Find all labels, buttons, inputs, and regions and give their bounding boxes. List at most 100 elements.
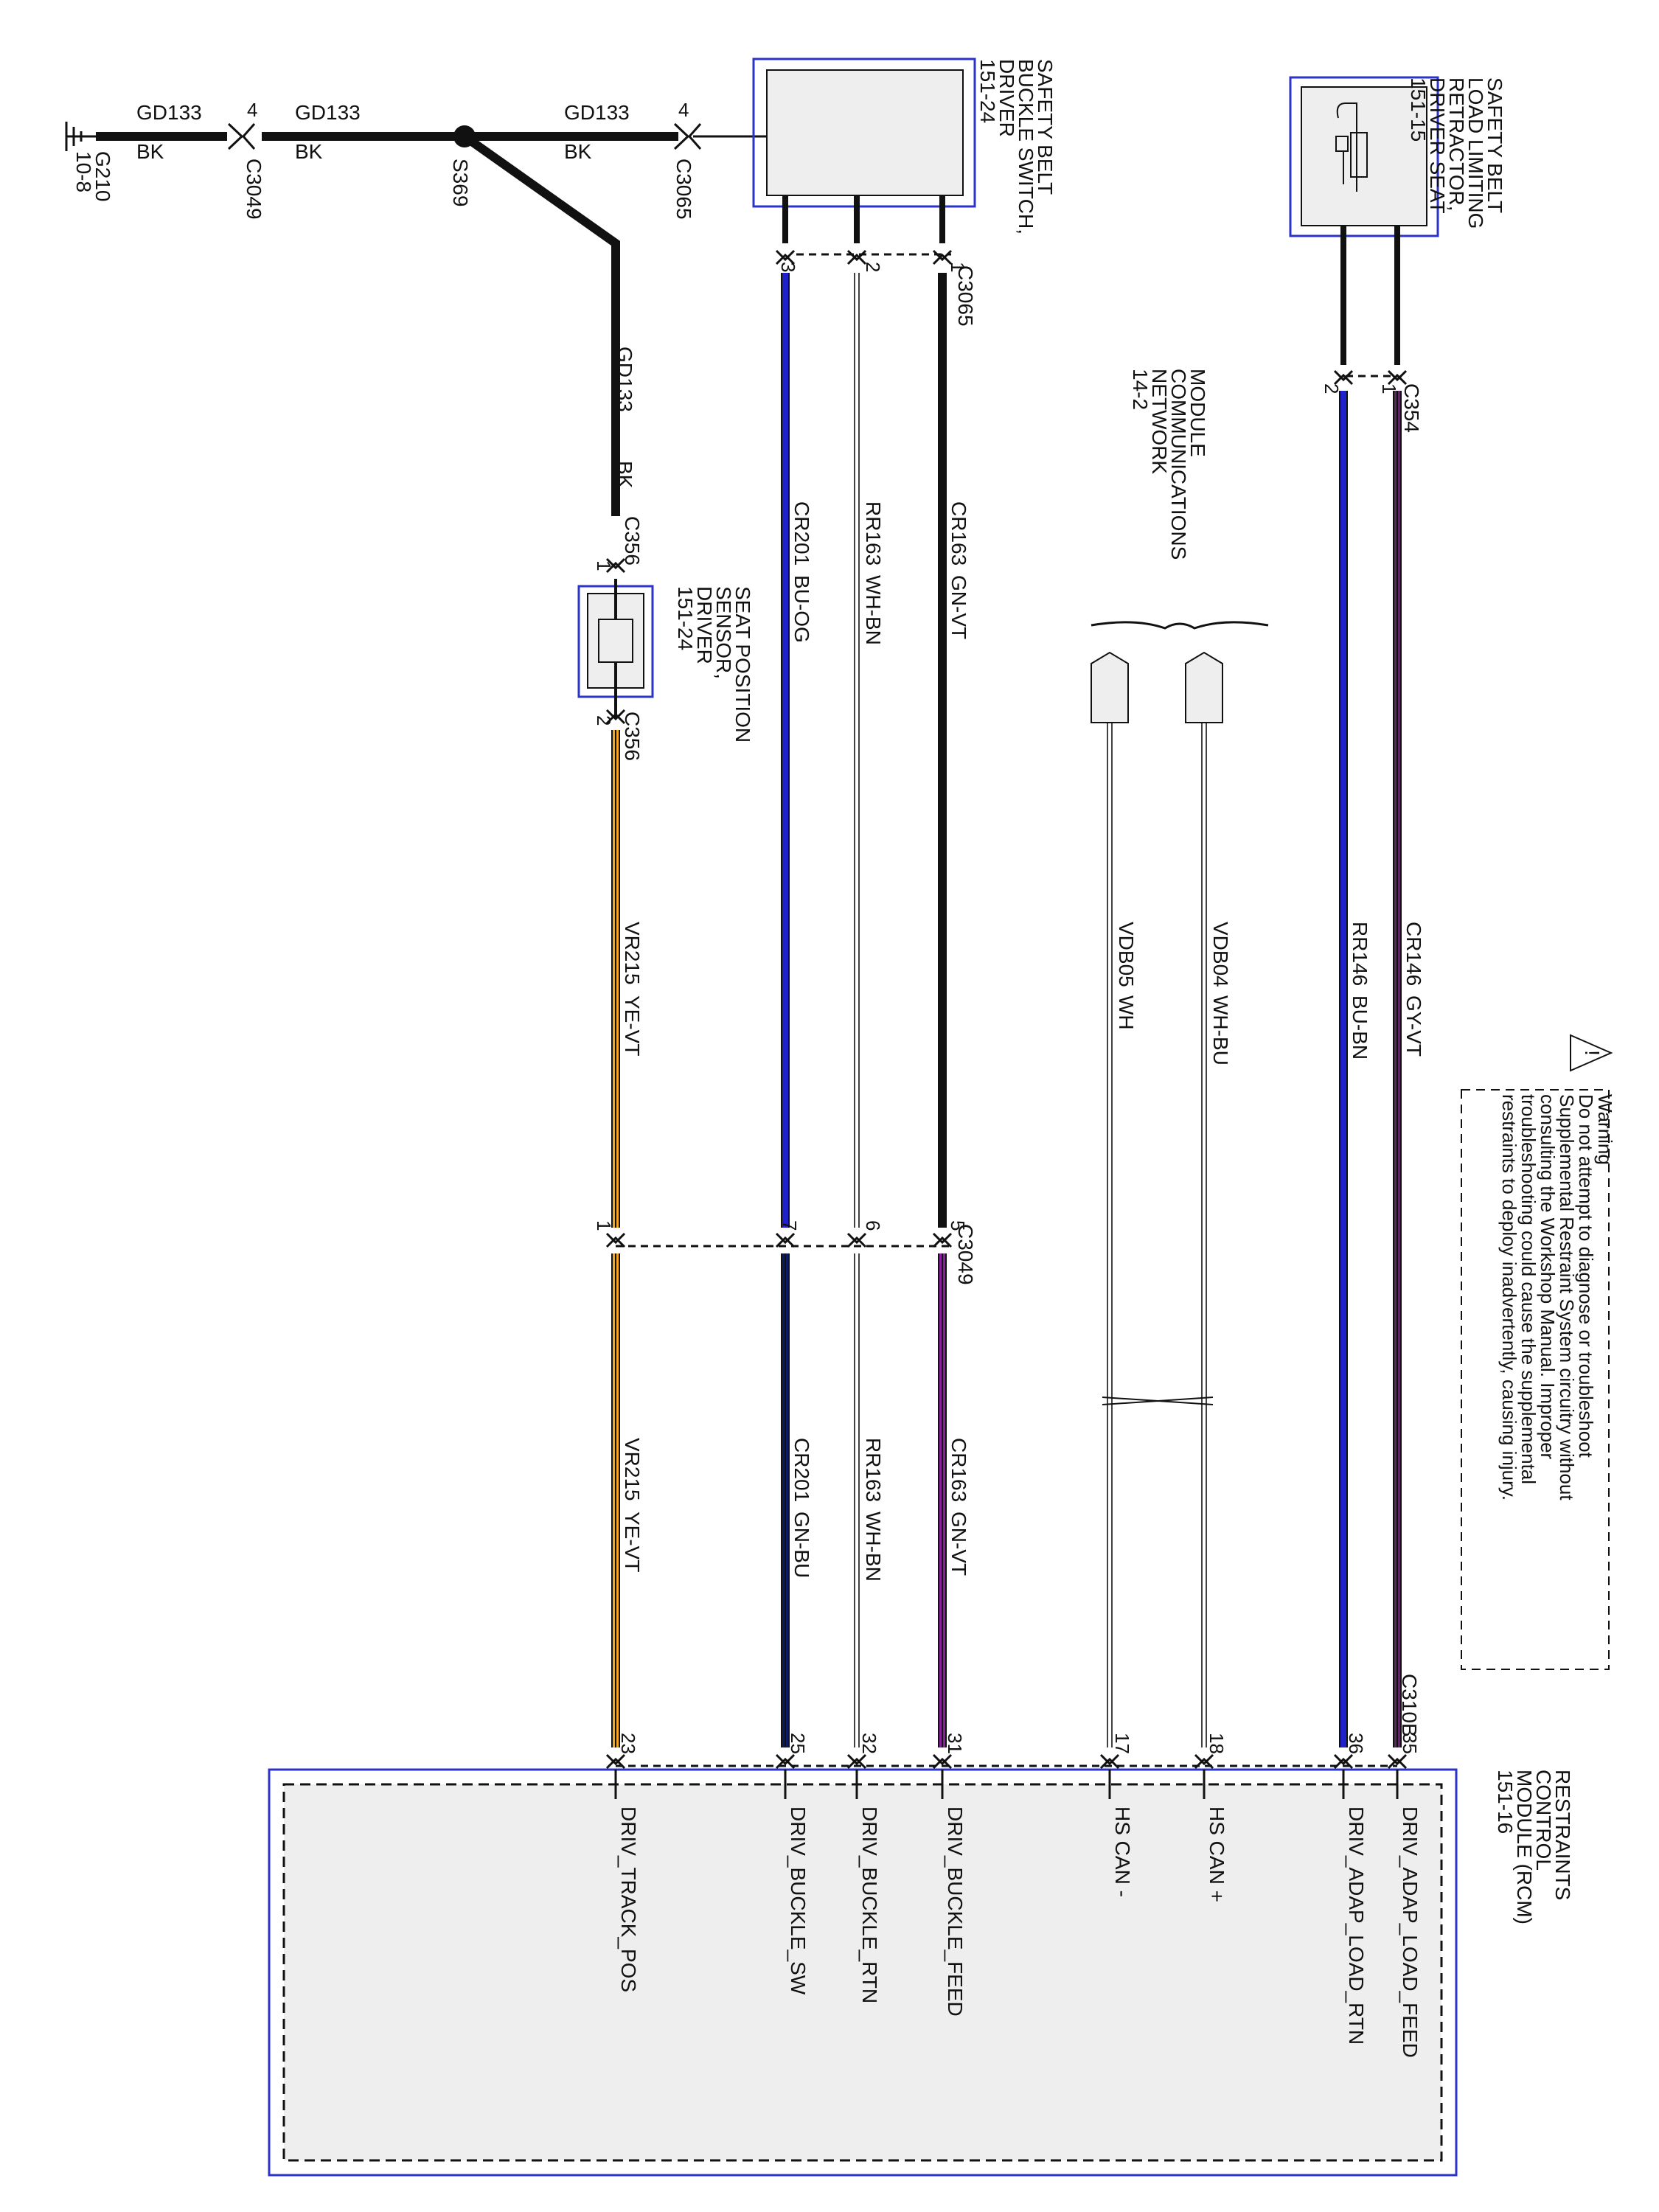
c3065-connector-1 xyxy=(775,249,796,265)
rcm-pin-number-group: 31 xyxy=(944,1733,966,1754)
c356-pin2-connector xyxy=(605,709,626,725)
circuit-color-1-group: BU-BN xyxy=(1349,995,1371,1060)
c3049-connector-4 xyxy=(605,1232,626,1248)
seat-sensor: SEAT POSITION SENSOR, DRIVER 151-24 xyxy=(577,585,754,742)
rcm-pin-number: 17 xyxy=(1111,1733,1133,1754)
network-conn-can-plus-icon xyxy=(1185,651,1223,723)
circuit-color-b-5-group: WH-BN xyxy=(862,1512,885,1582)
circuit-label-4: CR163 xyxy=(947,501,970,566)
ground-g210: G210 10-8 xyxy=(65,122,114,202)
rcm-label-3: 151-16 xyxy=(1494,1770,1517,1834)
rcm-signal-name: HS CAN - xyxy=(1111,1806,1134,1897)
warning-line-4: troubleshooting could cause the suppleme… xyxy=(1517,1094,1540,1484)
retractor-label-0: SAFETY BELT xyxy=(1484,77,1506,213)
warning-line-1: Do not attempt to diagnose or troublesho… xyxy=(1575,1094,1597,1458)
rcm-signal-name: HS CAN + xyxy=(1206,1806,1228,1902)
c3049-pin4-connector xyxy=(227,122,256,150)
c354-pin1-connector xyxy=(1387,369,1408,386)
circuit-color-b-7-group: YE-VT xyxy=(621,1512,644,1572)
circuit-labels: CR146GY-VTRR146BU-BNVDB04WH-BUVDB05WHCR1… xyxy=(621,501,1425,1582)
c3065-connector-3 xyxy=(932,249,953,265)
c3065-pin3: 3 xyxy=(777,262,799,272)
circuit-label-2-group: VDB04 xyxy=(1209,922,1232,987)
c310b-label: C310B xyxy=(1398,1674,1421,1737)
rcm-pin-number-group: 35 xyxy=(1399,1733,1421,1754)
rcm-pin-labels: 35DRIV_ADAP_LOAD_FEED36DRIV_ADAP_LOAD_RT… xyxy=(617,1733,1422,2058)
circuit-label-1-group: RR146 xyxy=(1349,922,1371,986)
ground-wire: GD133 BK GD133 BK GD133 BK 4 4 C3049 S36… xyxy=(96,99,767,516)
circuit-label-b-7-group: VR215 xyxy=(621,1438,644,1501)
buckle-switch-label-0: SAFETY BELT xyxy=(1034,59,1057,195)
seat-sensor-label-3: 151-24 xyxy=(674,586,697,650)
rcm-module: RESTRAINTS CONTROL MODULE (RCM) 151-16 xyxy=(268,1768,1574,2177)
c3049-connector-3 xyxy=(775,1232,796,1248)
rcm-pin-number: 31 xyxy=(944,1733,966,1754)
c356-pin1-connector xyxy=(605,557,626,574)
rcm-pin-number: 25 xyxy=(787,1733,809,1754)
splice-label: S369 xyxy=(449,159,472,206)
retractor-label-2: RETRACTOR, xyxy=(1445,77,1468,212)
circuit-color-4-group: GN-VT xyxy=(947,575,970,639)
rcm-pin-number-group: 36 xyxy=(1345,1733,1367,1754)
circuit-label-4-group: CR163 xyxy=(947,501,970,566)
seat-sensor-label-0: SEAT POSITION xyxy=(731,586,754,742)
c3049-pin1: 1 xyxy=(593,1220,615,1231)
c310b-connector-7 xyxy=(775,1753,796,1770)
circuit-label-b-4-group: CR163 xyxy=(947,1438,970,1502)
c3065-pin2: 2 xyxy=(862,262,884,272)
network-label-3: 14-2 xyxy=(1129,369,1152,410)
bk-label-2: BK xyxy=(295,140,323,163)
network-label-2: NETWORK xyxy=(1148,369,1171,474)
c356-pin1: 1 xyxy=(593,560,615,571)
circuit-color-b-4-group: GN-VT xyxy=(947,1512,970,1576)
circuit-label-b-7: VR215 xyxy=(621,1438,644,1501)
c354-pin2: 2 xyxy=(1321,383,1343,394)
network-label-0: MODULE xyxy=(1186,369,1209,457)
rcm-pin-number: 18 xyxy=(1206,1733,1228,1754)
circuit-label-b-6-group: CR201 xyxy=(790,1438,813,1502)
c3049-label-top: C3049 xyxy=(243,159,265,220)
bk-label-1: BK xyxy=(136,140,164,163)
circuit-color-6: BU-OG xyxy=(790,575,813,643)
circuit-label-3: VDB05 xyxy=(1115,922,1138,987)
rcm-pin-number-group: 23 xyxy=(617,1733,639,1754)
c3049-pin6: 6 xyxy=(862,1220,884,1231)
circuit-color-b-4: GN-VT xyxy=(947,1512,970,1576)
circuit-label-6-group: CR201 xyxy=(790,501,813,566)
c3049-connector-2 xyxy=(846,1232,867,1248)
rcm-pin-number-group: 18 xyxy=(1206,1733,1228,1754)
circuit-label-7-group: VR215 xyxy=(621,922,644,985)
circuit-label-b-4: CR163 xyxy=(947,1438,970,1502)
retractor-symbol-icon xyxy=(1335,102,1368,192)
wires-layer xyxy=(605,195,1408,1799)
rcm-signal-name: DRIV_TRACK_POS xyxy=(617,1806,640,1992)
ground-name: G210 xyxy=(91,151,114,202)
network-conn-can-minus-icon xyxy=(1091,651,1129,723)
seat-sensor-label-2: DRIVER xyxy=(693,586,716,664)
rcm-pin-number: 23 xyxy=(617,1733,639,1754)
can-twist-icon xyxy=(1102,1397,1214,1405)
bk-label-3: BK xyxy=(564,140,592,163)
c3049-label: C3049 xyxy=(954,1224,977,1285)
warning-line-3: consulting the Workshop Manual. Improper xyxy=(1537,1094,1559,1460)
warning-line-2: Supplemental Restraint System circuitry … xyxy=(1556,1094,1578,1500)
c3049-pin4-number: 4 xyxy=(247,99,257,121)
circuit-color-0: GY-VT xyxy=(1402,995,1425,1057)
rcm-signal-group: HS CAN - xyxy=(1111,1806,1134,1897)
rcm-signal-name: DRIV_BUCKLE_FEED xyxy=(944,1806,967,2017)
buckle-switch-label-2: DRIVER xyxy=(995,59,1018,137)
rcm-label-0: RESTRAINTS xyxy=(1551,1770,1574,1900)
c3065-pin4-number: 4 xyxy=(678,99,689,121)
rcm-signal-group: DRIV_BUCKLE_RTN xyxy=(858,1806,881,2003)
warning-box xyxy=(1461,1089,1610,1670)
circuit-color-5: WH-BN xyxy=(862,575,885,645)
c310b-connector-5 xyxy=(932,1753,953,1770)
circuit-color-4: GN-VT xyxy=(947,575,970,639)
circuit-label-7: VR215 xyxy=(621,922,644,985)
circuit-color-2-group: WH-BU xyxy=(1209,995,1232,1065)
rcm-signal-name: DRIV_ADAP_LOAD_FEED xyxy=(1399,1806,1422,2058)
c3065-connector-2 xyxy=(846,249,867,265)
rcm-pin-number-group: 25 xyxy=(787,1733,809,1754)
rcm-pin-number-group: 17 xyxy=(1111,1733,1133,1754)
rcm-signal-group: DRIV_ADAP_LOAD_FEED xyxy=(1399,1806,1422,2058)
